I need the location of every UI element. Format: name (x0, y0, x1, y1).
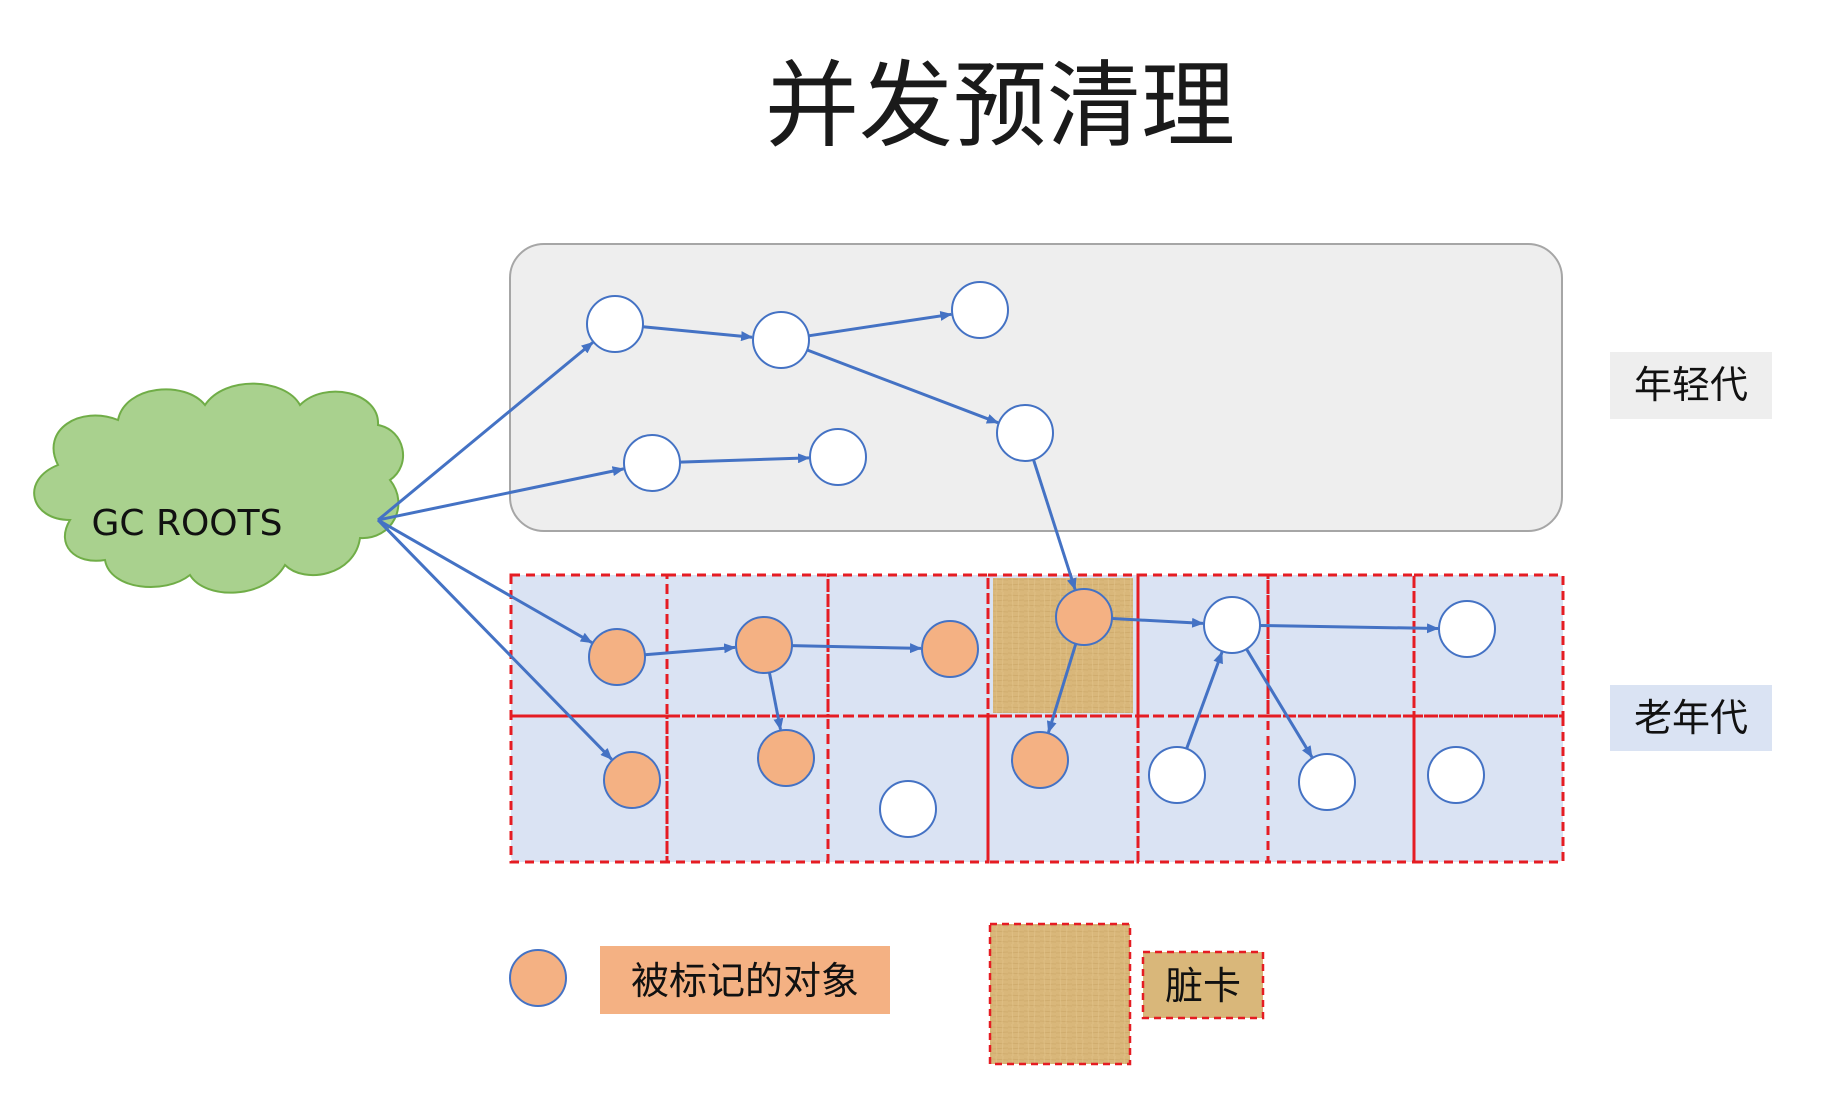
marked-object-o7 (1055, 588, 1113, 646)
old-gen-label: 老年代 (1610, 685, 1772, 751)
edge-root-y5 (377, 466, 625, 522)
young-gen-label-text: 年轻代 (1634, 363, 1748, 407)
legend-marked-label-bg (600, 946, 890, 1014)
marked-object-o4 (757, 729, 815, 787)
object-o9 (1438, 600, 1496, 658)
object-o13 (1427, 746, 1485, 804)
legend-dirty-card-swatch (988, 922, 1132, 1066)
marked-object-o3 (921, 620, 979, 678)
edge-o7-o6 (1046, 643, 1078, 734)
object-o8 (1203, 596, 1261, 654)
marked-object-o2 (735, 616, 793, 674)
edge-o11-o8 (1185, 651, 1224, 750)
edge-o1-o2 (644, 643, 737, 657)
edge-y5-y6 (679, 453, 810, 464)
edge-y2-y3 (808, 310, 953, 338)
card-cell (1412, 714, 1565, 864)
legend-dirty-card-label-bg (1141, 950, 1265, 1020)
edge-root-o5 (376, 518, 613, 761)
old-gen-card-table (509, 573, 1565, 864)
edge-root-y1 (377, 341, 594, 522)
diagram-title: 并发预清理 (765, 52, 1235, 161)
card-cell (1412, 573, 1565, 718)
object-y2 (752, 311, 810, 369)
edge-o2-o4 (767, 672, 784, 731)
legend: 被标记的对象 脏卡 (509, 922, 1265, 1066)
card-cell (665, 714, 830, 864)
edge-o8-o9 (1259, 623, 1439, 634)
young-gen-label: 年轻代 (1610, 352, 1772, 419)
card-cell (1266, 573, 1416, 718)
object-y1 (586, 295, 644, 353)
object-o11 (1148, 746, 1206, 804)
edge-root-o1 (377, 518, 593, 644)
card-cell (986, 714, 1140, 864)
old-gen-label-text: 老年代 (1634, 696, 1748, 740)
marked-object-o1 (588, 628, 646, 686)
object-o12 (1298, 753, 1356, 811)
edge-y4-o7 (1032, 459, 1077, 591)
edge-o8-o12 (1245, 648, 1314, 759)
marked-object-o5 (603, 751, 661, 809)
edge-y1-y2 (642, 325, 754, 342)
gc-roots-label: GC ROOTS (91, 503, 282, 544)
object-y3 (951, 281, 1009, 339)
edge-y2-y4 (806, 348, 999, 425)
object-nodes (586, 281, 1496, 838)
marked-object-o6 (1011, 731, 1069, 789)
edge-o2-o3 (791, 643, 922, 654)
object-y5 (623, 434, 681, 492)
edge-o7-o8 (1111, 617, 1204, 628)
object-y6 (809, 428, 867, 486)
legend-marked-label: 被标记的对象 (631, 959, 859, 1003)
legend-marked-swatch (509, 949, 567, 1007)
object-o10 (879, 780, 937, 838)
object-y4 (996, 404, 1054, 462)
legend-dirty-card-label: 脏卡 (1165, 964, 1241, 1008)
gc-roots-cloud: GC ROOTS (33, 382, 405, 594)
reference-edges (376, 310, 1439, 761)
young-gen-region (509, 243, 1563, 532)
